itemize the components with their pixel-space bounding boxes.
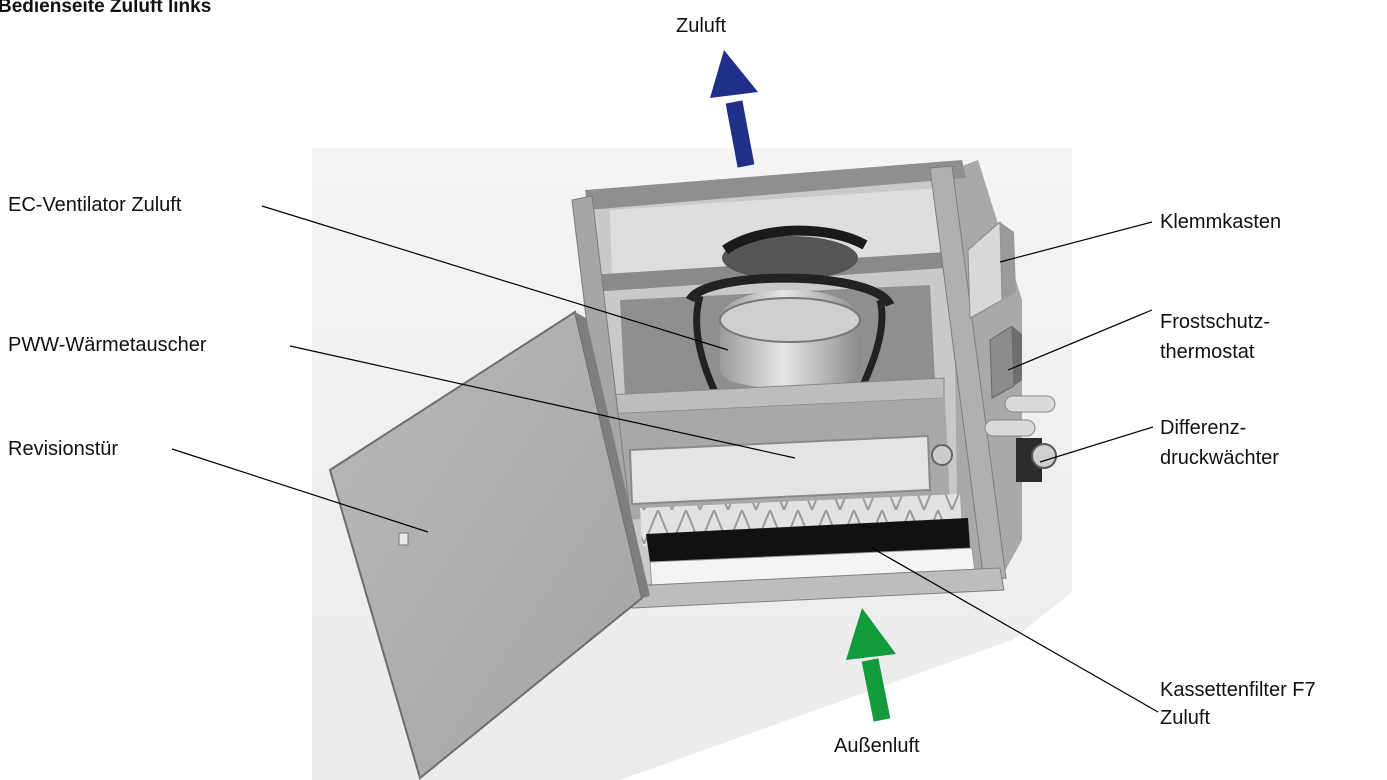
- outdoor-air-label: Außenluft: [834, 735, 920, 757]
- outdoor-air-arrow: [846, 608, 896, 722]
- revision-door: [328, 310, 650, 780]
- ec-fan: [685, 225, 895, 394]
- housing-top-rail: [585, 160, 966, 210]
- supply-air-arrow: [710, 50, 758, 168]
- label-ec-fan: EC-Ventilator Zuluft: [8, 194, 182, 216]
- label-frost-thermostat-line2: thermostat: [1160, 341, 1255, 363]
- filter-seal: [646, 518, 970, 562]
- diagram-title: Bedienseite Zuluft links: [0, 0, 212, 17]
- leader-terminal-box: [999, 221, 1153, 263]
- leader-door: [171, 448, 429, 533]
- frost-thermostat: [989, 325, 1022, 399]
- door-lock: [398, 532, 409, 546]
- pipe-stub-upper: [1004, 395, 1056, 413]
- supply-air-label: Zuluft: [676, 15, 727, 37]
- coil-connection: [931, 444, 953, 466]
- leader-diff-pressure: [1039, 426, 1154, 463]
- front-frame-right: [929, 165, 1007, 583]
- pipe-stub-lower: [984, 419, 1036, 437]
- label-terminal-box: Klemmkasten: [1160, 211, 1282, 233]
- label-filter-line1: Kassettenfilter F7: [1160, 679, 1316, 701]
- leader-ec-fan: [261, 205, 729, 351]
- heat-exchanger-coil: [628, 434, 932, 506]
- label-heat-exchanger: PWW-Wärmetauscher: [8, 334, 207, 356]
- label-door: Revisionstür: [8, 438, 119, 460]
- label-diff-pressure-line2: druckwächter: [1160, 447, 1279, 469]
- leader-heat-exchanger: [289, 345, 796, 459]
- label-frost-thermostat-line1: Frostschutz-: [1160, 311, 1271, 333]
- label-filter-line2: Zuluft: [1160, 707, 1211, 729]
- differential-pressure-switch: [1016, 438, 1057, 482]
- leader-frost-thermostat: [1007, 309, 1153, 371]
- terminal-box: [967, 220, 1016, 319]
- label-diff-pressure-line1: Differenz-: [1160, 417, 1247, 439]
- leader-filter: [871, 547, 1159, 713]
